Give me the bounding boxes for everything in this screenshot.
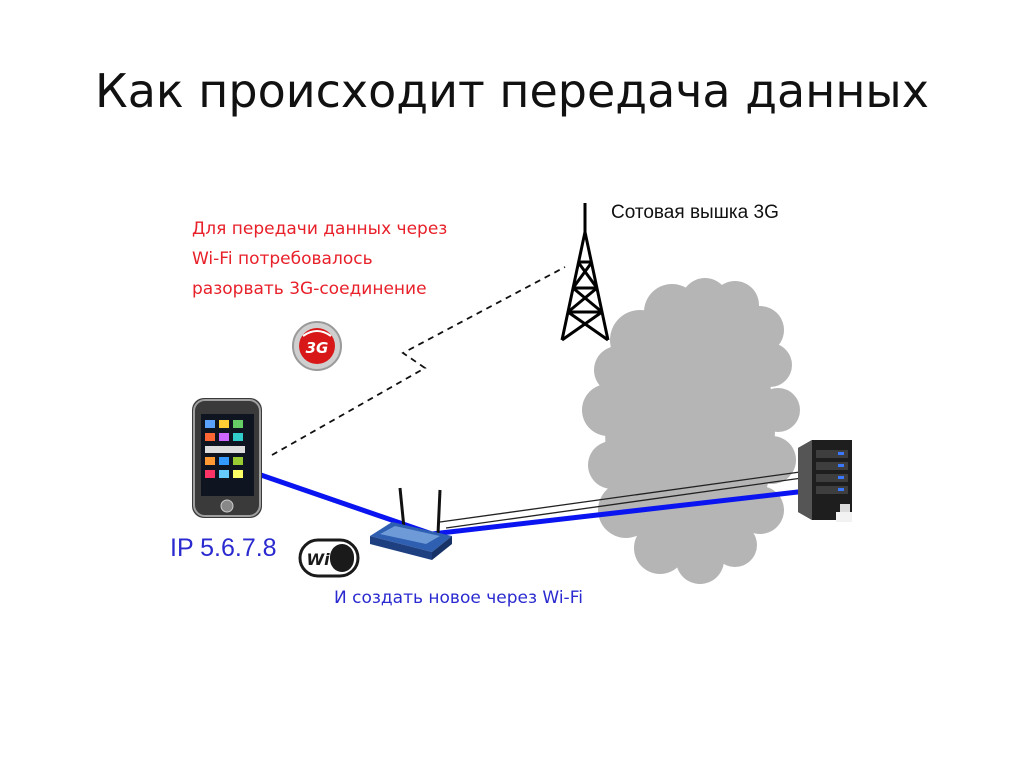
internet-cloud-icon — [582, 278, 800, 584]
note-wifi-connect: И создать новое через Wi-Fi — [334, 588, 583, 608]
note-3g-line-3: разорвать 3G-соединение — [192, 279, 427, 299]
note-3g-line-1: Для передачи данных через — [192, 219, 448, 239]
smartphone-icon — [192, 398, 262, 518]
note-3g-line-2: Wi-Fi потребовалось — [192, 249, 373, 269]
cell-tower-icon — [560, 203, 610, 342]
note-3g-disconnect: Для передачи данных через Wi-Fi потребов… — [192, 214, 522, 304]
3g-badge-icon: 3G — [292, 321, 342, 371]
slide-title: Как происходит передача данных — [95, 64, 929, 118]
wifi-logo-icon: Wi Fi — [298, 538, 360, 578]
server-icon — [798, 440, 852, 522]
cell-tower-label: Сотовая вышка 3G — [611, 202, 779, 223]
wifi-router-icon — [370, 487, 452, 560]
wifi-logo-text: Wi Fi — [306, 550, 352, 569]
ip-address-label: IP 5.6.7.8 — [170, 534, 277, 562]
3g-link-dashed — [271, 266, 566, 456]
wired-link — [439, 471, 803, 529]
3g-badge-text: 3G — [306, 339, 329, 357]
